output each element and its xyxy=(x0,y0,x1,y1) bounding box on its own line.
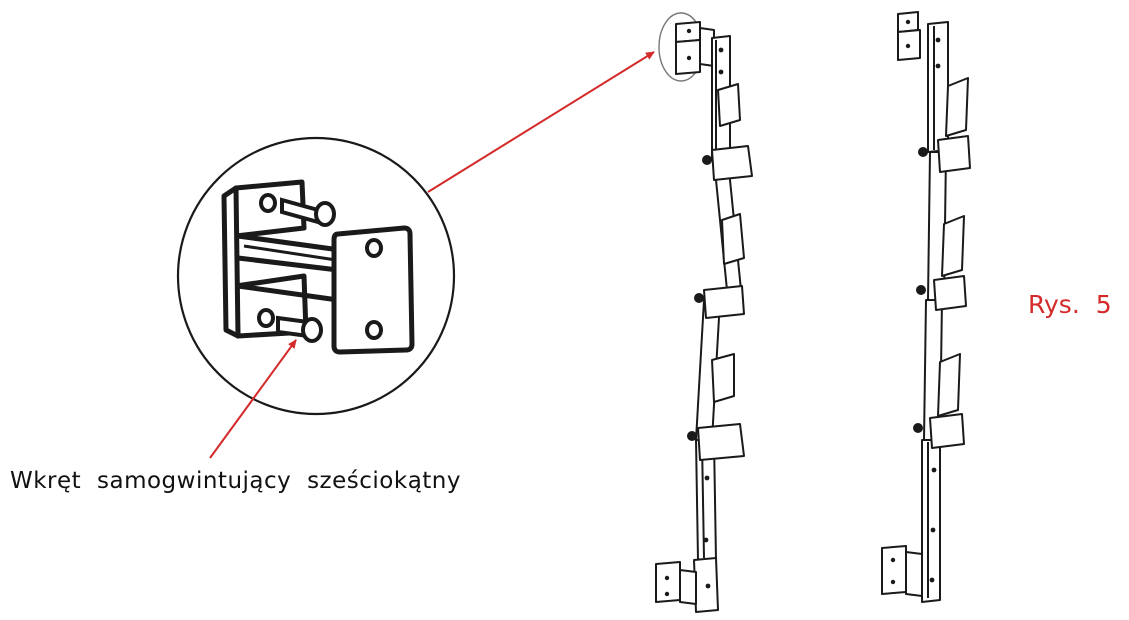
rail-right xyxy=(881,11,971,603)
detail-magnifier xyxy=(176,136,456,416)
figure-label: Rys. 5 xyxy=(1028,290,1112,319)
rail-left xyxy=(655,21,753,613)
self-tapping-screw-lower xyxy=(276,315,323,343)
bolt-hole xyxy=(257,193,277,328)
screw-caption: Wkręt samogwintujący sześciokątny xyxy=(10,468,461,494)
rail-right-holes xyxy=(890,19,941,585)
rail-left-holes xyxy=(664,28,724,597)
arrow-to-screw xyxy=(209,339,297,459)
bracket-front-plate xyxy=(331,225,415,355)
bracket-channel xyxy=(237,233,341,303)
arrow-to-bracket-detail xyxy=(427,51,655,193)
self-tapping-screw-upper xyxy=(280,197,336,227)
